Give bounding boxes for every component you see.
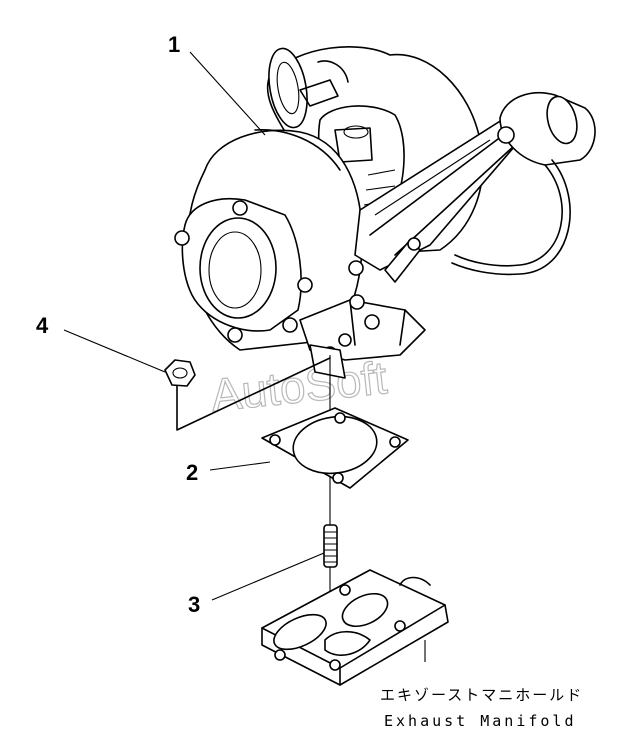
callout-3: 3 xyxy=(188,592,200,617)
stud-part xyxy=(323,524,338,568)
gasket-part xyxy=(261,407,409,489)
caption-english: Exhaust Manifold xyxy=(384,712,577,730)
callout-1: 1 xyxy=(168,32,180,57)
callout-4: 4 xyxy=(36,313,49,338)
nut-part xyxy=(164,357,331,431)
caption-japanese: エキゾーストマニホールド xyxy=(380,686,583,704)
exhaust-manifold-part xyxy=(261,569,449,686)
leader-lines xyxy=(63,51,325,601)
watermark: AutoSoft xyxy=(208,351,389,421)
turbocharger-drawing xyxy=(174,46,596,379)
callout-2: 2 xyxy=(186,460,198,485)
